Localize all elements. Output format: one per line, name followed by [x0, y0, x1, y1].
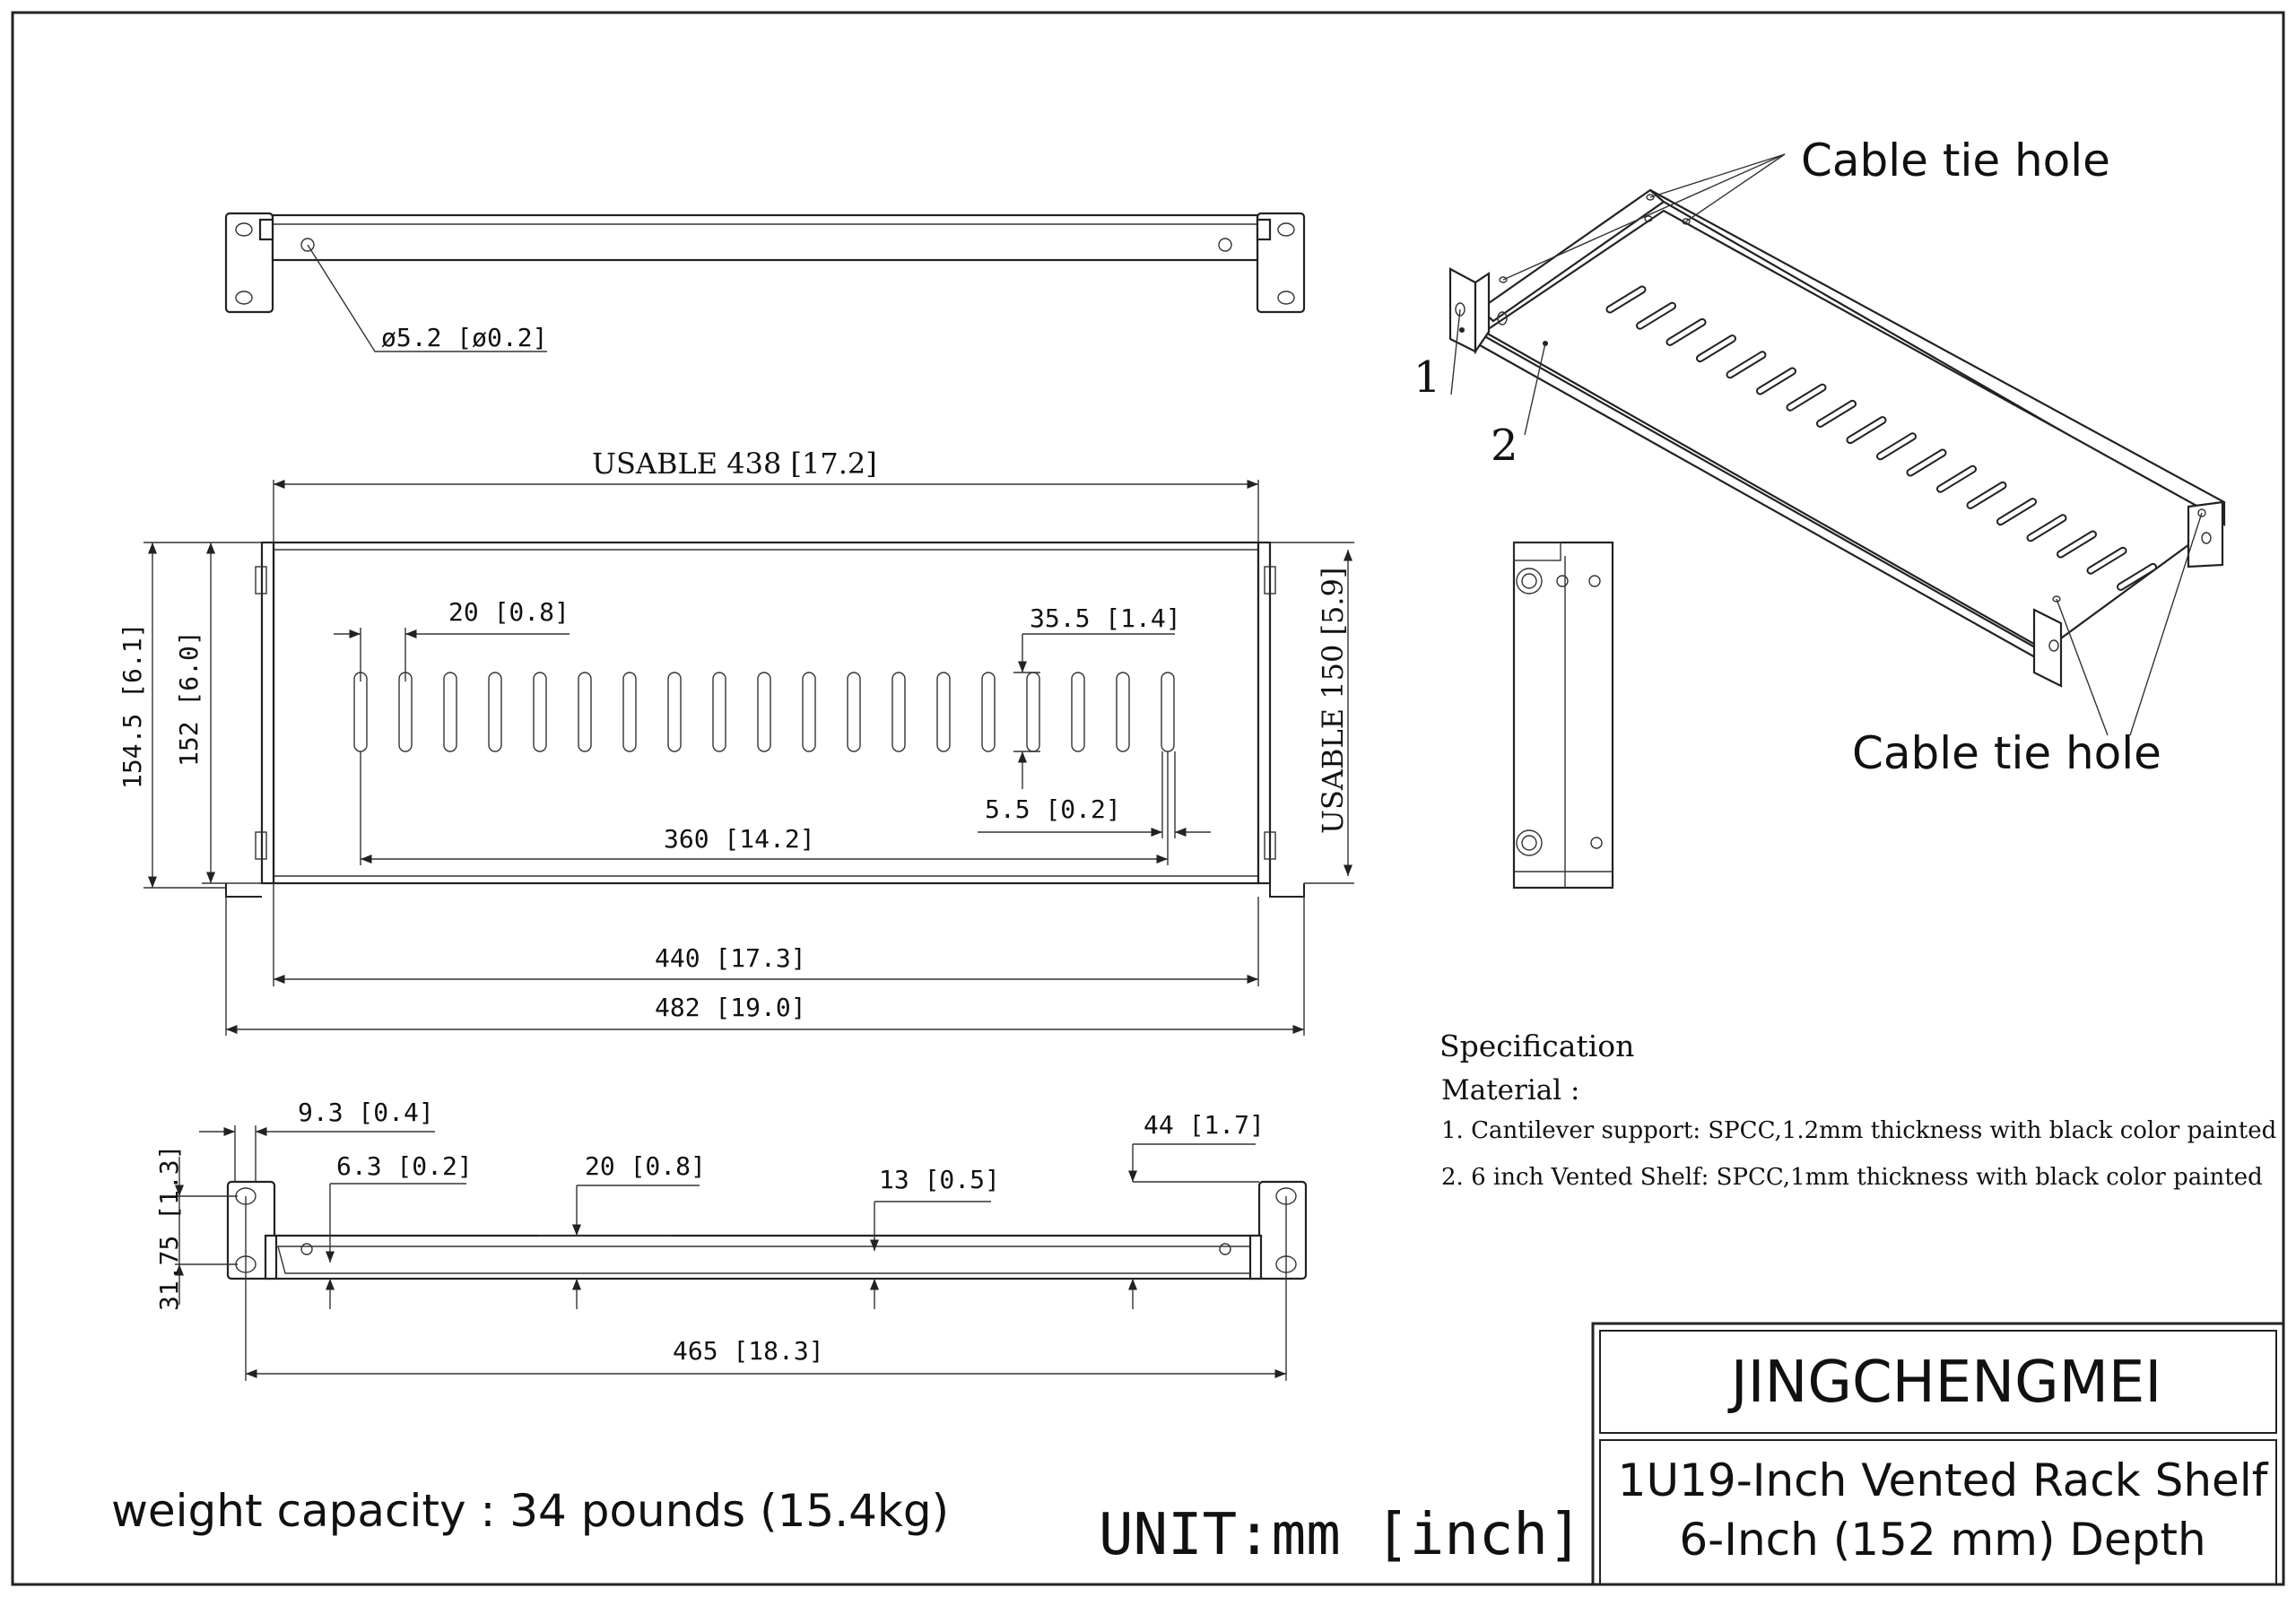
part-label-1: 1 — [1413, 352, 1441, 403]
iso-vent-slot-inner — [1787, 385, 1825, 410]
spec-material-label: Material : — [1441, 1074, 1579, 1107]
vent-slot — [533, 672, 547, 752]
vent-slot — [1116, 672, 1130, 752]
vent-slot — [1071, 672, 1085, 752]
dim-slot-length: 35.5 [1.4] — [1030, 603, 1181, 633]
iso-vent-slot-inner — [2088, 548, 2126, 573]
brand-name: JINGCHENGMEI — [1727, 1350, 2161, 1416]
product-title-line1: 1U19-Inch Vented Rack Shelf — [1618, 1454, 2269, 1506]
side-dimensions — [174, 1125, 1287, 1381]
iso-vent-slot-inner — [1698, 336, 1735, 361]
dim-width-440: 440 [17.3] — [655, 943, 806, 973]
bracket-side-view — [1512, 541, 1614, 890]
dim-depth-152: 152 [6.0] — [174, 630, 204, 767]
dim-lip-20: 20 [0.8] — [585, 1151, 706, 1181]
dim-slot-pitch: 20 [0.8] — [448, 597, 570, 627]
side-view — [226, 1180, 1308, 1280]
unit-label: UNIT:mm [inch] — [1099, 1502, 1582, 1568]
callout-cable-tie-top: Cable tie hole — [1801, 135, 2110, 187]
vent-slot — [757, 672, 771, 752]
dim-hole-diameter: ø5.2 [ø0.2] — [381, 323, 547, 352]
title-block — [1591, 1322, 2285, 1586]
dim-slot-width: 5.5 [0.2] — [985, 794, 1121, 824]
vent-slot — [936, 672, 951, 752]
vent-slot — [667, 672, 682, 752]
dim-depth-154: 154.5 [6.1] — [117, 623, 147, 789]
iso-vent-slot-inner — [1908, 450, 1945, 475]
iso-vent-slot-inner — [1607, 287, 1645, 312]
dim-width-482: 482 [19.0] — [655, 993, 806, 1022]
iso-vent-slots — [1605, 285, 2157, 591]
dim-ear-9-3: 9.3 [0.4] — [298, 1098, 434, 1127]
iso-vent-slot-inner — [1848, 418, 1885, 443]
weight-capacity: weight capacity : 34 pounds (15.4kg) — [111, 1485, 949, 1537]
vent-slot — [578, 672, 592, 752]
iso-vent-slot-inner — [1998, 499, 2035, 525]
dim-height-44: 44 [1.7] — [1144, 1110, 1265, 1140]
vent-slot — [802, 672, 816, 752]
product-title-line2: 6-Inch (152 mm) Depth — [1679, 1514, 2205, 1566]
iso-vent-slot-inner — [1968, 482, 2005, 508]
iso-vent-slot-inner — [1938, 466, 1975, 491]
isometric-view — [1448, 153, 2226, 736]
callout-cable-tie-bottom: Cable tie hole — [1852, 727, 2161, 779]
top-view — [224, 212, 1306, 352]
iso-vent-slot-inner — [1758, 369, 1795, 394]
iso-vent-slot-inner — [1667, 319, 1705, 344]
iso-vent-slot-inner — [2028, 516, 2066, 541]
iso-vent-slot-inner — [1878, 434, 1915, 459]
dim-hole-span-465: 465 [18.3] — [673, 1336, 824, 1366]
vent-slot — [891, 672, 906, 752]
vent-slot — [847, 672, 861, 752]
dim-slot-span: 360 [14.2] — [664, 824, 815, 854]
iso-vent-slot-inner — [2058, 532, 2095, 557]
dim-ear-31-75: 31.75 [1.3] — [154, 1145, 184, 1311]
iso-vent-slot-inner — [1818, 401, 1855, 426]
iso-vent-slot-inner — [1638, 303, 1674, 328]
vent-slot — [622, 672, 637, 752]
iso-vent-slot-inner — [2118, 564, 2155, 589]
sheet-border — [11, 11, 2285, 1586]
part-label-2: 2 — [1491, 421, 1518, 471]
plan-dimensions — [144, 479, 1354, 1036]
spec-item-1: 1. Cantilever support: SPCC,1.2mm thickn… — [1441, 1117, 2276, 1144]
vent-slot — [488, 672, 502, 752]
plan-view — [225, 541, 1305, 898]
dim-lip-13: 13 [0.5] — [879, 1165, 1000, 1194]
dim-ear-6-3: 6.3 [0.2] — [336, 1151, 473, 1181]
vent-slot — [443, 672, 457, 752]
spec-heading: Specification — [1439, 1029, 1634, 1063]
dim-usable-width: USABLE 438 [17.2] — [592, 447, 877, 481]
vent-slot — [981, 672, 996, 752]
dim-usable-depth: USABLE 150 [5.9] — [1316, 568, 1350, 834]
spec-item-2: 2. 6 inch Vented Shelf: SPCC,1mm thickne… — [1441, 1164, 2263, 1191]
iso-vent-slot-inner — [1727, 352, 1765, 378]
vent-slot — [712, 672, 726, 752]
